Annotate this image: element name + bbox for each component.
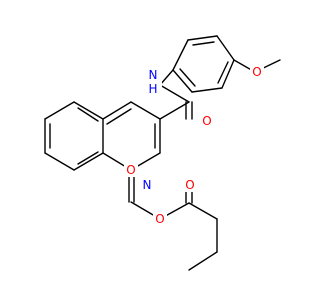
bond [44, 152, 75, 171]
bond-double-inner [192, 41, 215, 46]
bond-layer [44, 35, 281, 271]
bond [216, 35, 235, 61]
bond-double-inner [179, 68, 196, 87]
oxime-oxygen-label: O [155, 212, 164, 226]
bond [172, 39, 189, 71]
bond [44, 101, 75, 120]
bond-double-inner [217, 61, 229, 84]
bond [73, 152, 104, 171]
bond [130, 101, 161, 120]
bond [159, 69, 174, 86]
bond [159, 84, 190, 103]
bond [159, 101, 190, 120]
methoxy-oxygen-label: O [252, 65, 261, 79]
bond [221, 59, 235, 89]
bond-double-inner [106, 108, 132, 125]
bond [102, 101, 132, 120]
bond [188, 251, 218, 271]
amide-carbonyl-oxygen-label: O [202, 114, 211, 128]
ester-carbonyl-oxygen-label: O [185, 178, 194, 192]
chemical-structure-diagram: N H O O O N O O [44, 35, 281, 271]
bond [73, 101, 104, 120]
amide-nitrogen-label: N [149, 68, 158, 82]
oxime-nitrogen-label: N [143, 178, 152, 192]
bond [191, 87, 223, 93]
bond-double-inner [77, 107, 99, 122]
bond [187, 35, 218, 41]
amide-hydrogen-label: H [148, 82, 157, 96]
bond [188, 202, 218, 220]
atom-label-layer: N H O O O N O O [124, 65, 264, 226]
bond-double-inner [77, 151, 99, 165]
bond [172, 69, 193, 93]
ring-oxygen-label: O [126, 163, 135, 177]
